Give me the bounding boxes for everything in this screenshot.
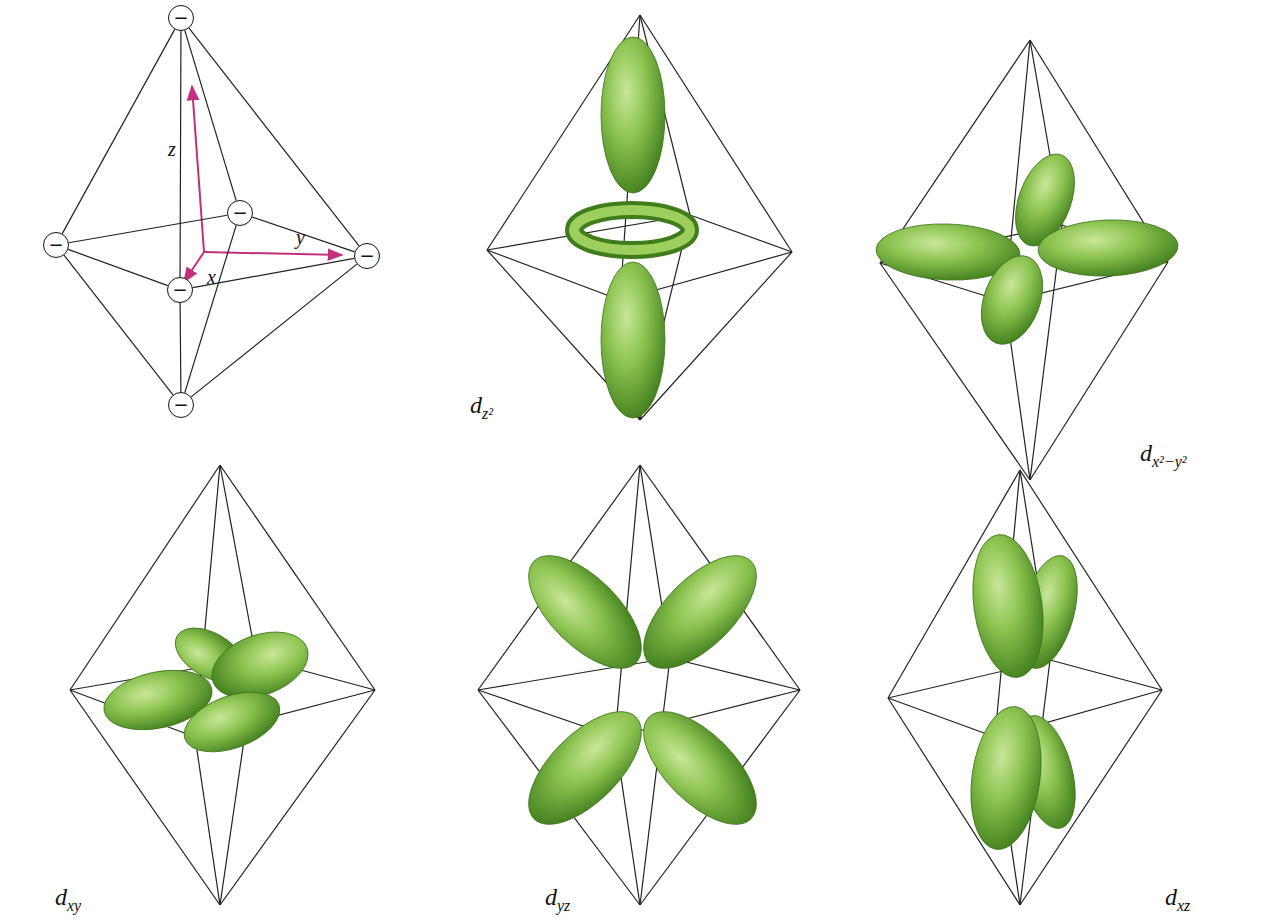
ligand-charge: −	[168, 5, 194, 31]
orbital-label: dz²	[470, 392, 493, 423]
octahedron-edge	[62, 29, 174, 233]
orbital-lobe	[510, 537, 660, 687]
octahedron-edge	[670, 658, 800, 690]
octahedron-edge	[195, 737, 220, 905]
orbital-lobe	[970, 247, 1054, 353]
octahedron-edge	[1030, 262, 1168, 480]
orbital-lobe	[601, 262, 665, 418]
axis-arrows	[184, 86, 342, 282]
orbital-label: dxy	[55, 884, 81, 915]
axis-label: z	[168, 138, 176, 160]
octahedron-edge	[69, 215, 227, 243]
orbital-label: dyz	[545, 884, 570, 915]
orbital-lobe	[510, 693, 660, 843]
z-axis	[192, 86, 204, 252]
octahedron-edge	[64, 255, 173, 395]
charge-sign: −	[172, 281, 187, 299]
octahedron-edge	[690, 215, 792, 252]
octahedron-edge	[888, 698, 995, 737]
orbital-lobe	[625, 693, 775, 843]
orbital-label: dxz	[1165, 884, 1190, 915]
octahedron-edge	[180, 303, 182, 392]
octahedron-edge	[185, 30, 236, 200]
charge-sign: −	[232, 204, 247, 222]
charge-sign: −	[359, 247, 374, 265]
orbital-lobe	[601, 37, 665, 193]
orbital-lobe	[962, 702, 1049, 854]
ligand-charge: −	[167, 277, 193, 303]
octahedron-edge	[179, 31, 181, 277]
octahedron-edge	[193, 258, 354, 287]
octahedron-edge	[1050, 660, 1162, 690]
orbital-label: dx²−y²	[1140, 440, 1187, 471]
octahedron-edge	[487, 250, 620, 300]
orbital-torus	[574, 210, 690, 250]
x-axis	[184, 252, 204, 282]
octahedron-edge	[185, 225, 236, 392]
charge-sign: −	[173, 396, 188, 414]
orbital-torus	[574, 210, 690, 250]
charge-sign: −	[48, 236, 63, 254]
axis-label: y	[296, 226, 305, 248]
y-axis	[204, 252, 342, 255]
orbital-lobe	[176, 680, 288, 763]
orbital-lobe	[625, 537, 775, 687]
ligand-charge: −	[168, 392, 194, 418]
ligand-charge: −	[43, 232, 69, 258]
orbital-lobe	[964, 530, 1051, 682]
charge-sign: −	[173, 9, 188, 27]
axis-label: x	[207, 266, 216, 288]
octahedron-edge	[68, 249, 168, 285]
ligand-charge: −	[227, 200, 253, 226]
orbital-lobe	[1037, 218, 1179, 279]
ligand-charge: −	[354, 243, 380, 269]
octahedron-edge	[640, 658, 670, 905]
octahedron-edge	[252, 217, 354, 252]
octahedron-edge	[220, 465, 256, 658]
octahedron-edge	[189, 28, 359, 246]
octahedron-edge	[478, 658, 670, 690]
